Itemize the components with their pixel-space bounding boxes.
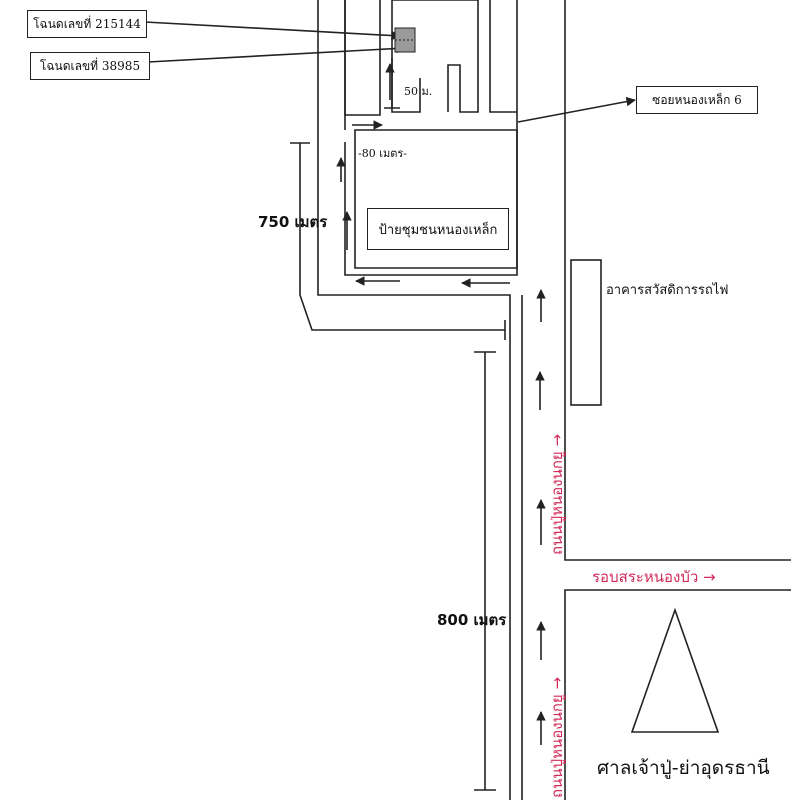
dist-800-label: 800 เมตร — [437, 611, 507, 629]
road-edge-left-outer — [317, 0, 511, 800]
block-community — [354, 129, 518, 269]
road-main-right-edge — [564, 0, 791, 561]
dim-750-line — [290, 142, 506, 340]
deed-215144-label: โฉนดเลขที่ 215144 — [33, 16, 141, 31]
pointer-soi — [517, 96, 636, 123]
deed-38985-box: โฉนดเลขที่ 38985 — [30, 52, 150, 80]
dim-50-line — [384, 58, 400, 109]
deed-215144-box: โฉนดเลขที่ 215144 — [27, 10, 147, 38]
dist-750-label: 750 เมตร — [258, 213, 328, 231]
deed-38985-label: โฉนดเลขที่ 38985 — [39, 58, 141, 73]
road-lower-right-edge — [564, 589, 791, 800]
railway-building-label: อาคารสวัสดิการรถไฟ — [606, 283, 729, 298]
dist-50-label: 50 ม. — [404, 85, 433, 98]
block-top-right — [489, 0, 517, 113]
shrine-label: ศาลเจ้าปู่-ย่าอุดรธานี — [597, 757, 770, 779]
road-vertical-lower-label: ถนนปู่หนองนกยู → — [548, 676, 566, 798]
railway-building-shape — [570, 259, 602, 406]
road-vertical-upper-label: ถนนปู่หนองนกยู → — [548, 433, 566, 555]
dist-80-label: -80 เมตร- — [358, 147, 407, 160]
community-sign-label: ป้ายชุมชนหนองเหล็ก — [378, 222, 498, 238]
community-sign-box: ป้ายชุมชนหนองเหล็ก — [367, 208, 509, 250]
soi-label: ซอยหนองเหล็ก 6 — [652, 92, 742, 107]
shrine-triangle — [630, 607, 720, 733]
soi-box: ซอยหนองเหล็ก 6 — [636, 86, 758, 114]
road-horizontal-label: รอบสระหนองบัว → — [592, 568, 716, 586]
pointer-deed-1 — [144, 21, 401, 41]
pointer-deed-2 — [147, 43, 406, 63]
block-top-left — [344, 0, 381, 116]
block-top-middle — [391, 0, 479, 113]
dim-800-line — [474, 351, 496, 791]
